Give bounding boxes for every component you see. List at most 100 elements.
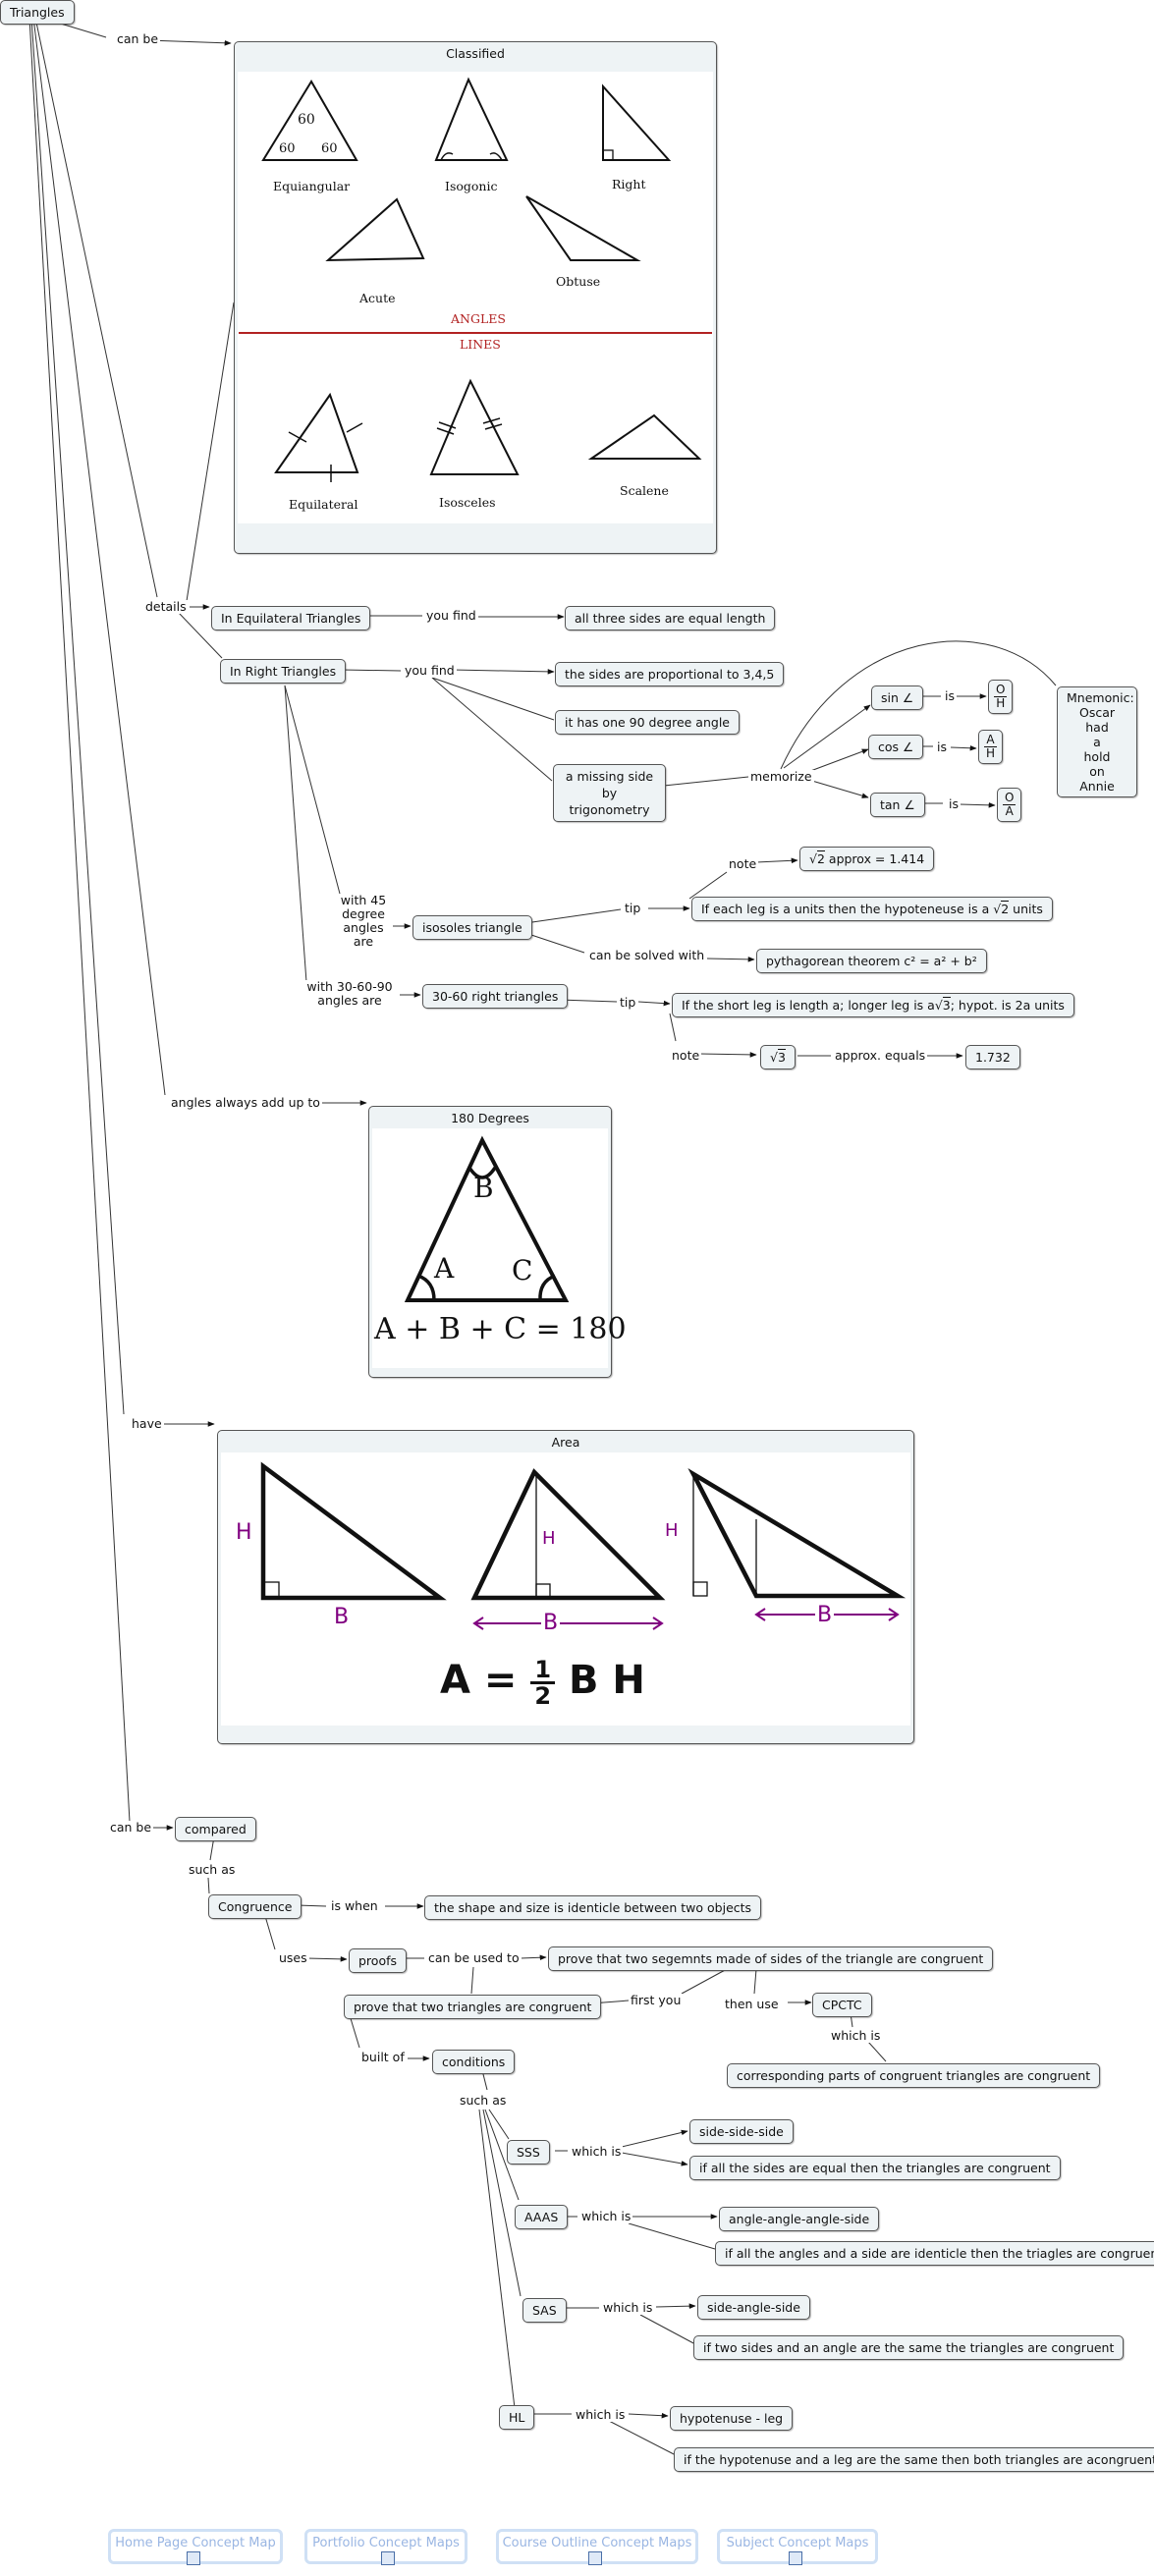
node-sss-def[interactable]: if all the sides are equal then the tria…	[689, 2156, 1061, 2180]
node-tip-30-60[interactable]: If the short leg is length a; longer leg…	[672, 993, 1074, 1017]
link-can-be-solved: can be solved with	[587, 948, 707, 962]
node-prove-segments[interactable]: prove that two segemnts made of sides of…	[548, 1946, 994, 1971]
link-such-as-2: such as	[458, 2093, 509, 2108]
classified-title: Classified	[446, 46, 505, 61]
sqrt-symbol-4: √	[770, 1050, 778, 1065]
node-sss-name[interactable]: side-side-side	[689, 2119, 794, 2144]
link-uses: uses	[277, 1950, 309, 1965]
link-with-30-60-90: with 30-60-90 angles are	[300, 980, 400, 1008]
cos-numerator: A	[984, 734, 998, 747]
link-can-be-used-to: can be used to	[426, 1950, 522, 1965]
node-in-right[interactable]: In Right Triangles	[220, 659, 347, 684]
tip3060-text-b: ; hypot. is 2a units	[950, 998, 1065, 1013]
area-h-3: H	[665, 1520, 679, 1541]
link-with-45: with 45 degree angles are	[334, 894, 393, 949]
link-icon-home[interactable]	[187, 2551, 200, 2565]
node-hl-name[interactable]: hypotenuse - leg	[670, 2406, 794, 2431]
sin-denominator: H	[996, 696, 1006, 710]
node-sss[interactable]: SSS	[507, 2140, 550, 2165]
link-is-cos: is	[935, 740, 949, 754]
sqrt-symbol-2: √	[993, 902, 1002, 916]
degrees-label-a: A	[434, 1252, 455, 1285]
cos-denominator: H	[986, 746, 996, 760]
node-sas-def[interactable]: if two sides and an angle are the same t…	[693, 2335, 1125, 2360]
link-can-be: can be	[115, 31, 161, 46]
node-cpctc-def[interactable]: corresponding parts of congruent triangl…	[727, 2063, 1101, 2088]
tip3060-text-a: If the short leg is length a; longer leg…	[682, 998, 935, 1013]
mnemonic-line-4: a	[1093, 735, 1101, 749]
tip45-radicand: 2	[1001, 901, 1010, 916]
root-node-triangles[interactable]: Triangles	[0, 0, 75, 25]
area-formula-a: A =	[440, 1658, 518, 1703]
area-obtuse-triangle	[687, 1468, 907, 1599]
tan-numerator: O	[1003, 791, 1017, 805]
link-icon-subject[interactable]	[789, 2551, 802, 2565]
label-angles: ANGLES	[451, 311, 506, 326]
sin-numerator: O	[994, 683, 1008, 697]
node-proofs[interactable]: proofs	[349, 1948, 408, 1973]
link-which-is-cpctc: which is	[829, 2028, 883, 2043]
node-sas[interactable]: SAS	[522, 2298, 567, 2323]
label-isosceles: Isosceles	[437, 495, 498, 510]
node-conditions[interactable]: conditions	[432, 2050, 516, 2074]
node-30-60-right[interactable]: 30-60 right triangles	[422, 984, 569, 1009]
link-memorize: memorize	[748, 769, 814, 784]
node-cpctc[interactable]: CPCTC	[812, 1993, 872, 2017]
mnemonic-line-7: Annie	[1079, 779, 1115, 794]
link-tip-2: tip	[618, 995, 638, 1010]
degrees-triangle-drawing	[404, 1135, 570, 1302]
node-proportional[interactable]: the sides are proportional to 3,4,5	[555, 662, 785, 686]
mnemonic-line-1: Mnemonic:	[1067, 690, 1134, 705]
isosceles-triangle	[429, 378, 520, 475]
node-sqrt3[interactable]: √3	[760, 1045, 796, 1069]
node-identicle[interactable]: the shape and size is identicle between …	[424, 1895, 762, 1920]
node-mnemonic[interactable]: Mnemonic: Oscar had a hold on Annie	[1057, 686, 1137, 797]
node-aaas[interactable]: AAAS	[515, 2205, 569, 2229]
node-cos[interactable]: cos ∠	[868, 735, 924, 759]
node-one-90[interactable]: it has one 90 degree angle	[555, 710, 740, 735]
link-built-of: built of	[359, 2050, 407, 2064]
tip45-text: If each leg is a units then the hypotene…	[701, 902, 990, 916]
node-hl-def[interactable]: if the hypotenuse and a leg are the same…	[674, 2447, 1154, 2472]
node-hl[interactable]: HL	[499, 2405, 535, 2430]
link-icon-portfolio[interactable]	[381, 2551, 395, 2565]
scalene-triangle	[587, 413, 702, 460]
node-missing-side[interactable]: a missing side by trigonometry	[553, 764, 666, 822]
node-all-three-equal[interactable]: all three sides are equal length	[565, 606, 776, 630]
node-sqrt2-approx[interactable]: √2 approx = 1.414	[799, 847, 935, 871]
degrees-formula: A + B + C = 180	[374, 1312, 627, 1346]
subject-concept-maps-button[interactable]: Subject Concept Maps	[717, 2529, 878, 2564]
node-isosoles-triangle[interactable]: isosoles triangle	[412, 915, 532, 940]
node-prove-triangles[interactable]: prove that two triangles are congruent	[344, 1995, 602, 2019]
area-formula-bh: B H	[568, 1658, 645, 1703]
node-1-732[interactable]: 1.732	[965, 1045, 1020, 1069]
area-formula-denominator: 2	[534, 1681, 552, 1710]
area-right-triangle	[260, 1461, 447, 1601]
area-b-3: B	[815, 1603, 835, 1627]
node-pythagorean[interactable]: pythagorean theorem c² = a² + b²	[756, 949, 987, 973]
label-right: Right	[610, 177, 648, 192]
node-aaas-name[interactable]: angle-angle-angle-side	[719, 2207, 880, 2231]
node-congruence[interactable]: Congruence	[208, 1894, 302, 1919]
node-tip-45[interactable]: If each leg is a units then the hypotene…	[691, 897, 1053, 921]
link-icon-course[interactable]	[588, 2551, 602, 2565]
node-sin[interactable]: sin ∠	[871, 685, 924, 710]
link-is-sin: is	[943, 688, 957, 703]
node-aaas-def[interactable]: if all the angles and a side are identic…	[715, 2241, 1154, 2266]
node-in-equilateral[interactable]: In Equilateral Triangles	[211, 606, 371, 630]
node-tan[interactable]: tan ∠	[870, 793, 925, 817]
label-equiangular: Equiangular	[271, 179, 353, 193]
angle-60-right: 60	[321, 141, 338, 156]
degrees-label-c: C	[512, 1254, 533, 1287]
node-compared[interactable]: compared	[175, 1817, 256, 1841]
link-note-1: note	[727, 856, 759, 871]
equilateral-triangle	[274, 392, 359, 473]
node-sas-name[interactable]: side-angle-side	[697, 2295, 810, 2320]
classified-triangles-drawing: 60 60 60	[239, 77, 712, 482]
degrees-panel: 180 Degrees B A C A + B + C = 180	[368, 1106, 627, 1378]
tip3060-radicand: 3	[942, 997, 951, 1013]
equiangular-triangle	[261, 80, 358, 161]
